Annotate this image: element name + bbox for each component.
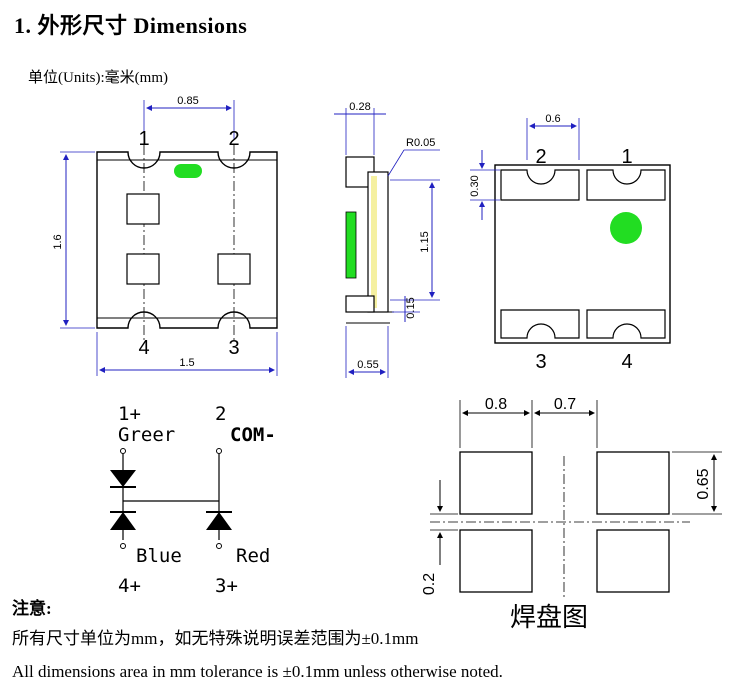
back-pin-1: 1 [621,146,632,168]
dim-115-label: 1.15 [419,231,431,252]
dim-055-label: 0.55 [357,359,378,371]
side-view: 0.28 R0.05 1.15 0.15 0.55 [334,101,440,378]
front-pin-2: 2 [228,128,239,150]
circuit-blue-label: Blue [136,545,182,567]
circuit-pin3-label: 3+ [215,575,238,597]
back-pin-2: 2 [535,146,546,168]
note-english: All dimensions area in mm tolerance is ±… [12,662,503,681]
section-heading: 1. 外形尺寸 Dimensions [14,13,248,38]
circuit-red-label: Red [236,545,270,567]
diode-green [110,470,136,487]
front-pin-4: 4 [138,337,149,359]
dim-015-label: 0.15 [405,297,417,318]
chip-upper [126,193,160,225]
pad-bottom-left [459,529,533,593]
dim-02-label: 0.2 [421,573,438,595]
back-pin-4: 4 [621,351,632,373]
circuit-com-label: COM- [230,424,276,446]
diode-blue [110,512,136,530]
circuit-pin4-label: 4+ [118,575,141,597]
pad-layout-title: 焊盘图 [510,603,588,633]
dim-07-label: 0.7 [554,396,576,413]
dim-030-label: 0.30 [469,175,481,196]
dim-028-label: 0.28 [349,101,370,113]
back-polarity-dot [610,212,642,244]
dim-06-label: 0.6 [545,113,560,125]
circuit-pin2-label: 2 [215,403,226,425]
dim-085-label: 0.85 [177,95,198,107]
units-label: 单位(Units):毫米(mm) [28,70,168,86]
side-green-edge [345,211,357,279]
dim-08-label: 0.8 [485,396,507,413]
dim-16-label: 1.6 [52,234,64,249]
chip-lower-left [126,253,160,285]
dim-r005-label: R0.05 [406,137,435,149]
back-pad-4 [586,309,666,339]
side-lens-tint [371,176,377,308]
back-view: 0.6 0.30 2 1 3 4 [469,113,671,373]
back-pad-2 [500,169,580,201]
pad-top-left [459,451,533,515]
dim-065-label: 0.65 [695,468,712,499]
side-lower-block [345,295,375,313]
front-pin-3: 3 [228,337,239,359]
pad-top-right [596,451,670,515]
note-chinese: 所有尺寸单位为mm，如无特殊说明误差范围为±0.1mm [12,629,419,648]
front-pin-1: 1 [138,128,149,150]
dim-15-label: 1.5 [179,357,194,369]
pad-bottom-right [596,529,670,593]
circuit-pin1-label: 1+ [118,403,141,425]
front-body-outline [96,151,278,329]
back-pad-1 [586,169,666,201]
notes-title: 注意: [12,599,52,618]
circuit-diagram: 1+ Greer 2 COM- Blue Red 4+ 3+ [110,403,276,597]
chip-lower-right [217,253,251,285]
back-pad-3 [500,309,580,339]
circuit-green-label: Greer [118,424,175,446]
diode-red [206,512,232,530]
front-view: 0.85 1.6 1.5 1 2 4 3 [52,95,278,376]
pad-layout: 0.8 0.7 0.65 0.2 焊盘图 [421,396,722,633]
back-pin-3: 3 [535,351,546,373]
polarity-mark [174,164,202,178]
